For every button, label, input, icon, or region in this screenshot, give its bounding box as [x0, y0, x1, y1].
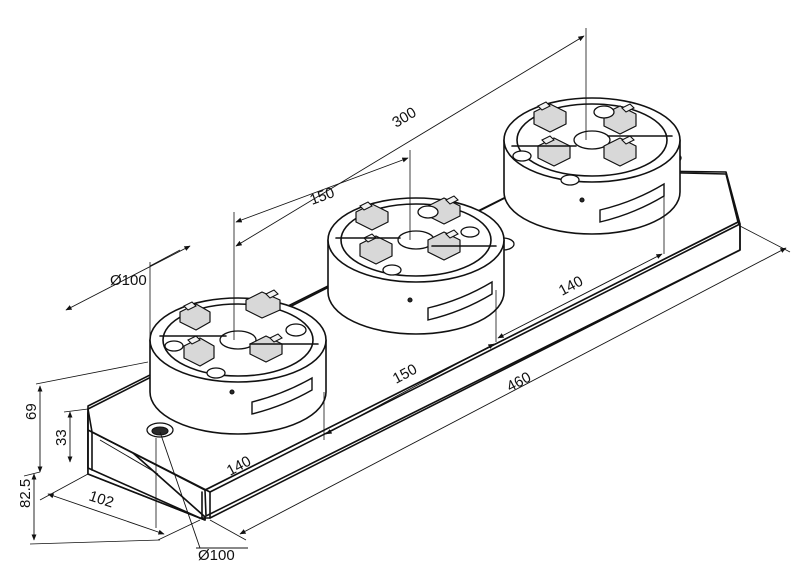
- dimension-lines: [23, 28, 791, 549]
- dim-82-5: 82.5: [17, 479, 34, 508]
- jaw: [183, 335, 215, 367]
- chuck-back: [503, 97, 681, 235]
- dim-dia100-bottom: Ø100: [198, 547, 235, 564]
- chuck-middle: [327, 195, 505, 335]
- dim-300: 300: [389, 104, 419, 131]
- chuck-front: [149, 289, 327, 435]
- dim-460: 460: [504, 369, 534, 396]
- dim-33: 33: [53, 429, 70, 446]
- jaw: [603, 135, 637, 167]
- dim-69: 69: [23, 403, 40, 420]
- dim-102: 102: [87, 488, 116, 512]
- dim-dia100-top: Ø100: [110, 272, 147, 289]
